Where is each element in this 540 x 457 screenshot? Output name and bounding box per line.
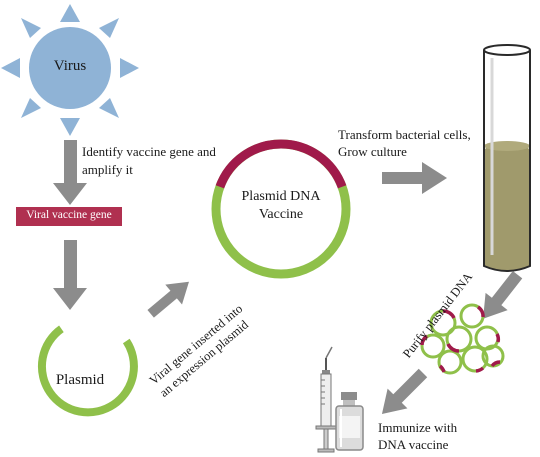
arrow-insert <box>147 281 189 318</box>
virus-icon <box>1 4 139 136</box>
vaccine-plasmid-ring <box>211 139 351 279</box>
plasmid-ring <box>37 325 138 417</box>
virus-label: Virus <box>53 58 87 74</box>
test-tube-icon <box>483 44 531 272</box>
virus-spike <box>120 58 139 78</box>
arrow-gene-to-plasmid <box>53 240 87 310</box>
virus-spike <box>99 98 119 118</box>
virus-spike <box>99 18 119 38</box>
step-immunize-label: Immunize with DNA vaccine <box>378 420 458 452</box>
virus-spike <box>60 118 80 136</box>
step-transform-label: Transform bacterial cells, Grow culture <box>338 127 471 159</box>
purified-plasmids-icon <box>420 303 505 375</box>
gene-box-label: Viral vaccine gene <box>26 209 112 221</box>
vaccine-plasmid-label: Plasmid DNA Vaccine <box>241 189 321 222</box>
vaccine-vial-icon <box>335 392 364 451</box>
virus-spike <box>60 4 80 22</box>
virus-spike <box>1 58 20 78</box>
step-identify-label: Identify vaccine gene and amplify it <box>82 144 216 177</box>
viral-gene-box <box>16 207 122 226</box>
plasmid-label: Plasmid <box>55 372 105 388</box>
syringe-icon <box>315 346 337 453</box>
arrow-virus-to-gene <box>53 140 87 205</box>
arrow-transform <box>382 162 447 194</box>
virus-spike <box>21 18 41 38</box>
virus-spike <box>21 98 41 118</box>
arrow-immunize <box>381 368 428 415</box>
virus-body <box>29 27 111 109</box>
arrow-purify <box>483 270 523 319</box>
